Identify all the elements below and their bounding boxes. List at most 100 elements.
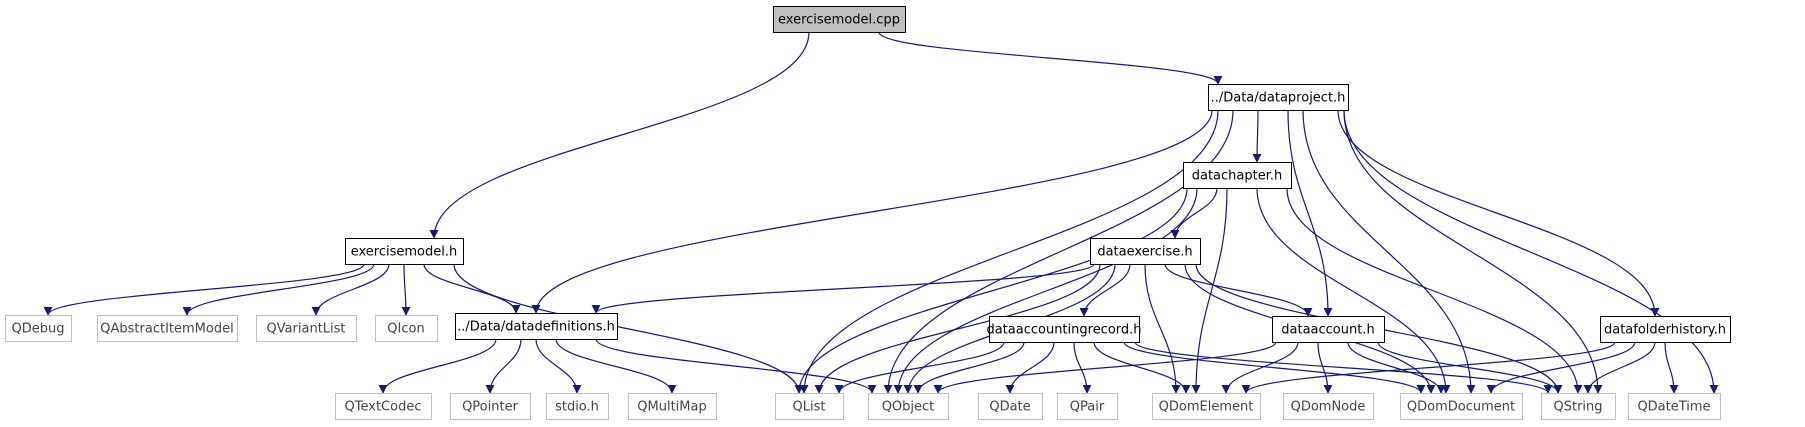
node-label: QAbstractItemModel bbox=[100, 322, 233, 337]
edge-dataexercise_h-to-dataaccountingrecord_h bbox=[1079, 263, 1131, 317]
edge-dataexercise_h-to-datadefinitions_h bbox=[591, 263, 1095, 314]
edge-dataaccountingrecord_h-to-QObject bbox=[913, 341, 1025, 394]
node-dataaccountingrecord-h[interactable]: dataaccountingrecord.h bbox=[986, 316, 1142, 343]
node-QList: QList bbox=[775, 393, 844, 420]
node-exercisemodel-cpp[interactable]: exercisemodel.cpp bbox=[773, 6, 906, 33]
dependency-nodes: exercisemodel.cpp ../Data/dataproject.h ex… bbox=[5, 6, 1731, 420]
node-box bbox=[978, 393, 1043, 420]
node-label: exercisemodel.cpp bbox=[778, 13, 900, 28]
edge-dataaccountingrecord_h-to-QList bbox=[834, 341, 1005, 394]
node-label: QDomElement bbox=[1159, 400, 1254, 415]
edge-dataproject_h-to-datachapter_h bbox=[1252, 109, 1262, 163]
node-label: QString bbox=[1553, 400, 1602, 415]
node-box bbox=[773, 6, 906, 33]
edge-dataaccount_h-to-QDomNode bbox=[1317, 341, 1333, 394]
node-label: datafolderhistory.h bbox=[1604, 323, 1726, 338]
edge-datadefinitions_h-to-QObject bbox=[595, 338, 877, 394]
edge-dataaccountingrecord_h-to-QDomElement bbox=[1093, 341, 1191, 394]
node-label: ../Data/dataproject.h bbox=[1211, 91, 1346, 106]
edge-dataexercise_h-to-dataaccount_h bbox=[1164, 263, 1313, 317]
edge-dataproject_h-to-QList bbox=[799, 109, 1219, 394]
edge-dataaccountingrecord_h-to-QPair bbox=[1073, 341, 1092, 394]
edge-datachapter_h-to-QDomDocument bbox=[1256, 187, 1451, 394]
node-dataaccount-h[interactable]: dataaccount.h bbox=[1272, 316, 1385, 343]
edge-datafolderhistory_h-to-QString bbox=[1583, 341, 1656, 394]
node-datadefinitions-h[interactable]: ../Data/datadefinitions.h bbox=[455, 313, 618, 340]
node-label: exercisemodel.h bbox=[351, 245, 458, 260]
edge-dataproject_h-to-datafolderhistory_h bbox=[1337, 109, 1660, 317]
edge-dataaccount_h-to-QObject bbox=[933, 341, 1277, 394]
node-label: datachapter.h bbox=[1192, 169, 1283, 184]
edge-exercisemodel_h-to-QIcon bbox=[401, 263, 411, 316]
node-box bbox=[97, 315, 238, 342]
node-QDateTime: QDateTime bbox=[1628, 393, 1721, 420]
node-box bbox=[1152, 393, 1261, 420]
edge-datachapter_h-to-QList bbox=[794, 187, 1188, 394]
node-datachapter-h[interactable]: datachapter.h bbox=[1183, 162, 1292, 189]
edge-dataaccountingrecord_h-to-QDate bbox=[1005, 341, 1055, 394]
node-QDate: QDate bbox=[978, 393, 1043, 420]
node-box bbox=[1057, 393, 1118, 420]
node-dataexercise-h[interactable]: dataexercise.h bbox=[1090, 238, 1201, 265]
node-box bbox=[450, 393, 531, 420]
node-label: dataaccountingrecord.h bbox=[986, 323, 1141, 338]
edge-datafolderhistory_h-to-QDateTime bbox=[1664, 341, 1679, 394]
node-label: stdio.h bbox=[555, 400, 599, 415]
node-box bbox=[1541, 393, 1616, 420]
edge-dataproject_h-to-QString bbox=[1343, 109, 1603, 394]
edge-dataexercise_h-to-QDomElement bbox=[1144, 263, 1181, 394]
edge-datachapter_h-to-QString bbox=[1286, 187, 1583, 394]
node-label: QIcon bbox=[387, 322, 424, 337]
node-box bbox=[375, 315, 438, 342]
node-datafolderhistory-h[interactable]: datafolderhistory.h bbox=[1600, 316, 1731, 343]
node-box bbox=[335, 393, 432, 420]
node-label: QDate bbox=[989, 400, 1030, 415]
node-QDebug: QDebug bbox=[5, 315, 72, 342]
node-box bbox=[455, 313, 618, 340]
node-box bbox=[1400, 393, 1523, 420]
edge-datadefinitions_h-to-QMultiMap bbox=[555, 338, 677, 394]
node-box bbox=[546, 393, 609, 420]
edge-dataproject_h-to-datadefinitions_h bbox=[531, 109, 1213, 314]
node-box bbox=[1628, 393, 1721, 420]
node-label: QPair bbox=[1070, 400, 1105, 415]
node-box bbox=[1090, 238, 1201, 265]
edge-datadefinitions_h-to-stdio_h bbox=[535, 338, 582, 394]
node-box bbox=[868, 393, 949, 420]
node-box bbox=[345, 238, 464, 265]
node-QDomDocument: QDomDocument bbox=[1400, 393, 1523, 420]
node-box bbox=[628, 393, 717, 420]
node-box bbox=[1272, 316, 1385, 343]
edge-datachapter_h-to-dataexercise_h bbox=[1170, 187, 1218, 239]
node-box bbox=[1208, 84, 1349, 111]
node-label: QObject bbox=[882, 400, 935, 415]
edge-exercisemodel_h-to-QDebug bbox=[43, 263, 365, 316]
node-QDomElement: QDomElement bbox=[1152, 393, 1261, 420]
node-box bbox=[256, 315, 357, 342]
node-box bbox=[1600, 316, 1731, 343]
node-dataproject-h[interactable]: ../Data/dataproject.h bbox=[1208, 84, 1349, 111]
node-QIcon: QIcon bbox=[375, 315, 438, 342]
node-QMultiMap: QMultiMap bbox=[628, 393, 717, 420]
edge-exercisemodel_cpp-to-exercisemodel_h bbox=[429, 31, 810, 239]
node-QPointer: QPointer bbox=[450, 393, 531, 420]
node-label: QDateTime bbox=[1637, 400, 1710, 415]
node-label: QPointer bbox=[462, 400, 519, 415]
edge-dataproject_h-to-QDateTime bbox=[1343, 109, 1719, 394]
edge-datachapter_h-to-QObject bbox=[893, 187, 1198, 394]
edge-dataaccountingrecord_h-to-QString bbox=[1134, 341, 1553, 394]
edge-dataproject_h-to-dataaccount_h bbox=[1287, 109, 1333, 317]
node-label: QDebug bbox=[12, 322, 65, 337]
node-label: QVariantList bbox=[266, 322, 345, 337]
edge-dataaccountingrecord_h-to-QDomDocument bbox=[1123, 341, 1426, 394]
node-label: ../Data/datadefinitions.h bbox=[457, 320, 615, 335]
node-QVariantList: QVariantList bbox=[256, 315, 357, 342]
edge-datadefinitions_h-to-QTextCodec bbox=[378, 338, 497, 394]
node-label: dataexercise.h bbox=[1097, 245, 1192, 260]
node-label: QDomNode bbox=[1291, 400, 1366, 415]
edge-exercisemodel_h-to-datadefinitions_h bbox=[423, 263, 521, 314]
node-exercisemodel-h[interactable]: exercisemodel.h bbox=[345, 238, 464, 265]
node-stdio-h: stdio.h bbox=[546, 393, 609, 420]
node-box bbox=[1183, 162, 1292, 189]
edge-datadefinitions_h-to-QPointer bbox=[485, 338, 522, 394]
